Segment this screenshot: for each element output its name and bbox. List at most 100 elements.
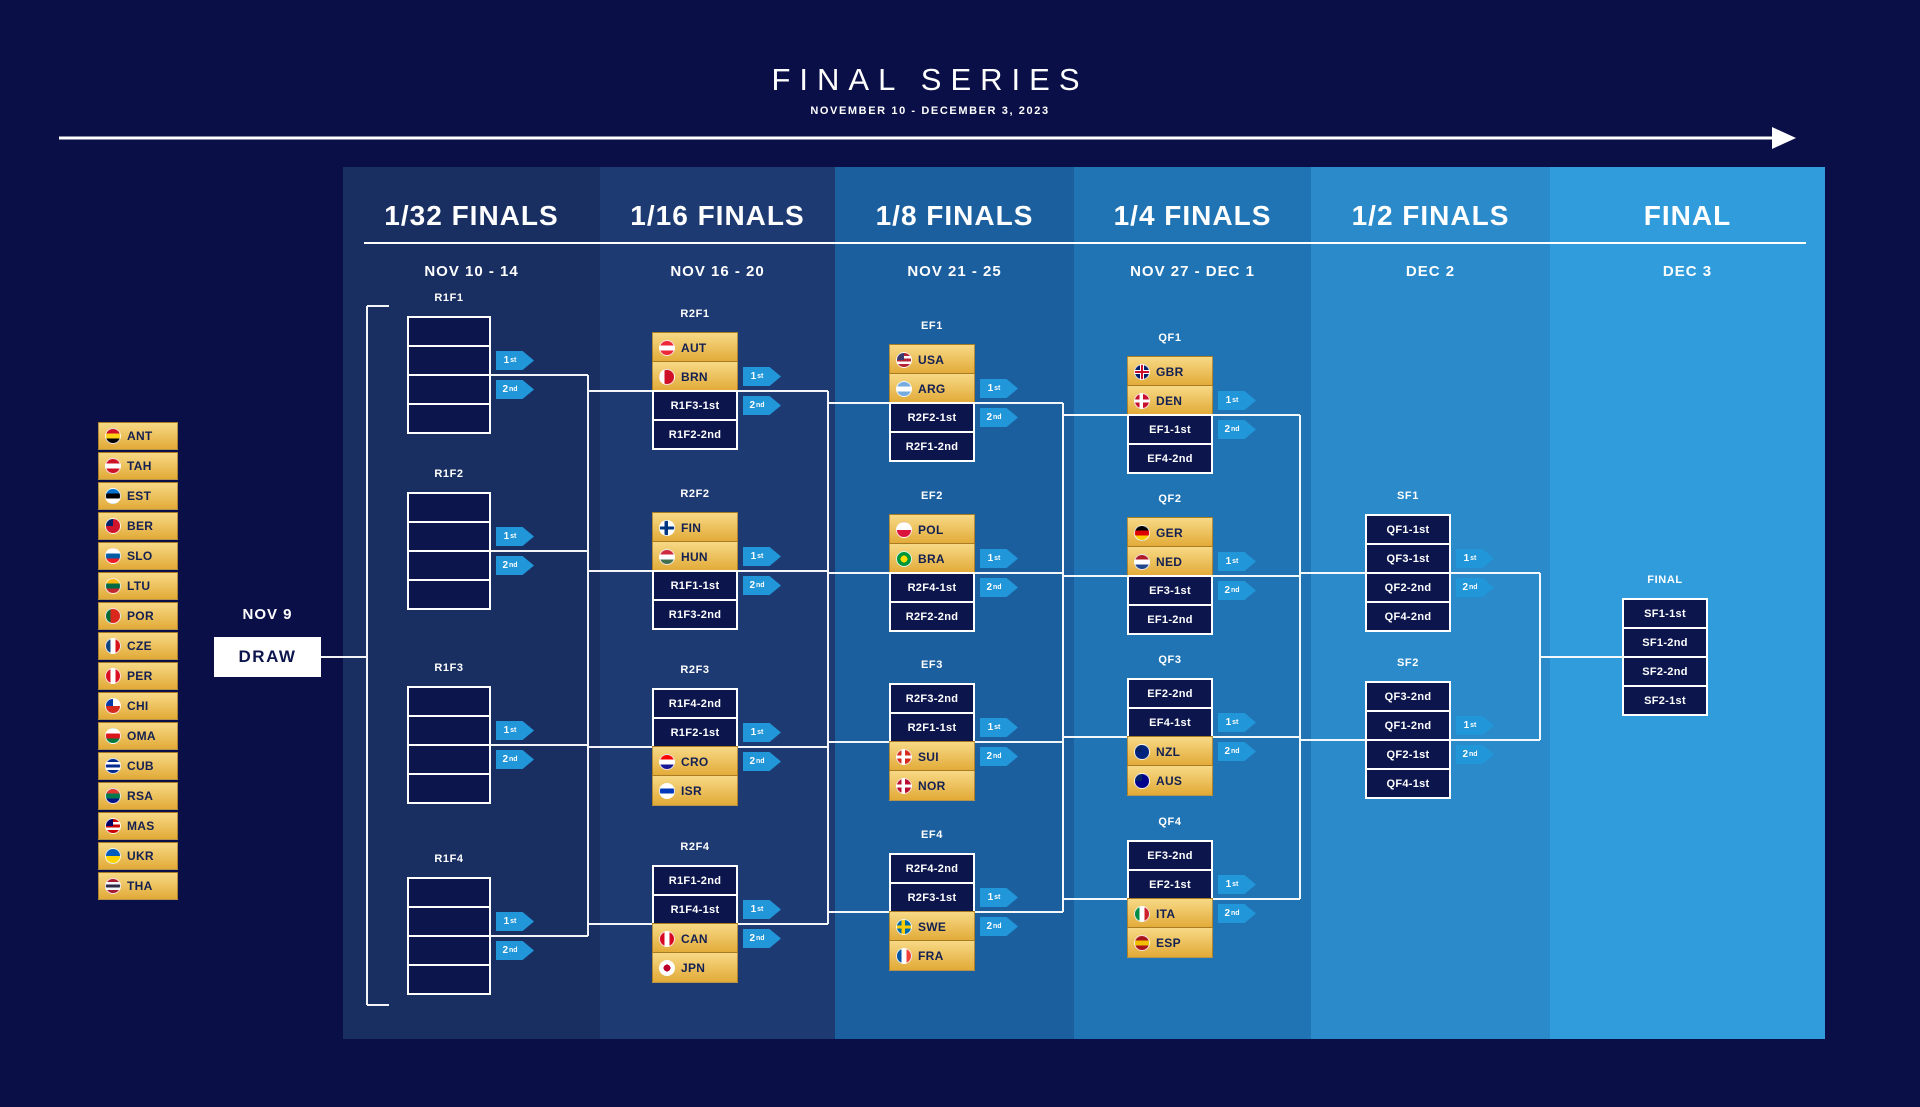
slot-label: SF1-2nd	[1642, 636, 1688, 649]
flag-fin-icon	[659, 519, 675, 536]
bracket-slot-r2f1-1st: R2F1-1st	[889, 712, 975, 743]
slot-label: R1F2-1st	[670, 726, 720, 739]
flag-arg-icon	[896, 380, 912, 397]
slot-label: QF4-2nd	[1384, 610, 1432, 623]
slot-label: R1F4-1st	[670, 903, 720, 916]
column-dates-3: NOV 21 - 25	[907, 263, 1002, 280]
flag-mas-icon	[105, 818, 121, 834]
slot-label: EF2-2nd	[1147, 687, 1193, 700]
bracket-slot-r2f2-1st: R2F2-1st	[889, 402, 975, 433]
flag-oma-icon	[105, 728, 121, 744]
flag-chi-icon	[105, 698, 121, 714]
bracket-team-bra: BRA	[889, 543, 975, 574]
column-header-6: FINAL	[1643, 200, 1732, 231]
slot-label: R2F2-2nd	[905, 610, 959, 623]
bracket-empty-slot	[407, 579, 491, 610]
bracket-slot-r2f2-2nd: R2F2-2nd	[889, 601, 975, 632]
team-code: CRO	[681, 754, 709, 769]
group-label-ef1: EF1	[921, 320, 943, 332]
group-label-r1f2: R1F2	[434, 468, 464, 480]
flag-cze-icon	[105, 638, 121, 654]
team-code: GER	[1156, 525, 1183, 540]
bracket-empty-slot	[407, 715, 491, 746]
flag-ita-icon	[1134, 905, 1150, 922]
slot-label: QF1-2nd	[1384, 719, 1432, 732]
column-dates-1: NOV 10 - 14	[424, 263, 519, 280]
bracket-slot-ef3-1st: EF3-1st	[1127, 575, 1213, 606]
slot-label: R2F1-2nd	[905, 440, 959, 453]
team-code: CZE	[127, 639, 152, 653]
flag-can-icon	[659, 930, 675, 947]
bracket-slot-qf4-1st: QF4-1st	[1365, 768, 1451, 799]
group-label-ef2: EF2	[921, 490, 943, 502]
team-code: ARG	[918, 381, 946, 396]
bracket-slot-r2f3-1st: R2F3-1st	[889, 882, 975, 913]
flag-aut-icon	[659, 339, 675, 356]
team-code: MAS	[127, 819, 155, 833]
flag-rsa-icon	[105, 788, 121, 804]
bracket-team-arg: ARG	[889, 373, 975, 404]
bracket-slot-r2f3-2nd: R2F3-2nd	[889, 683, 975, 714]
bracket-team-pol: POL	[889, 514, 975, 545]
column-header-4: 1/4 FINALS	[1113, 200, 1272, 231]
slot-label: EF3-1st	[1149, 584, 1191, 597]
bracket-empty-slot	[407, 877, 491, 908]
group-label-qf1: QF1	[1158, 332, 1182, 344]
column-header-5: 1/2 FINALS	[1351, 200, 1510, 231]
flag-jpn-icon	[659, 959, 675, 976]
bracket-team-hun: HUN	[652, 541, 738, 572]
group-label-sf2: SF2	[1397, 657, 1419, 669]
flag-slo-icon	[105, 548, 121, 564]
slot-label: QF2-2nd	[1384, 581, 1432, 594]
slot-label: R2F4-2nd	[905, 862, 959, 875]
team-code: BER	[127, 519, 154, 533]
team-code: SUI	[918, 749, 939, 764]
group-label-r2f2: R2F2	[680, 488, 710, 500]
flag-ned-icon	[1134, 553, 1150, 570]
bracket-slot-r1f2-1st: R1F2-1st	[652, 717, 738, 748]
flag-por-icon	[105, 608, 121, 624]
bracket-team-ger: GER	[1127, 517, 1213, 548]
flag-fra-icon	[896, 947, 912, 964]
team-code: ANT	[127, 429, 153, 443]
slot-label: R1F1-1st	[670, 579, 720, 592]
slot-label: R2F1-1st	[907, 721, 957, 734]
group-label-r1f1: R1F1	[434, 292, 464, 304]
bracket-empty-slot	[407, 345, 491, 376]
slot-label: R1F2-2nd	[668, 428, 722, 441]
page-title: FINAL SERIES	[771, 62, 1089, 97]
column-header-2: 1/16 FINALS	[630, 200, 805, 231]
bracket-team-aus: AUS	[1127, 765, 1213, 796]
bracket-slot-sf1-2nd: SF1-2nd	[1622, 627, 1708, 658]
team-code: THA	[127, 879, 153, 893]
bracket-empty-slot	[407, 935, 491, 966]
bracket-slot-r2f4-2nd: R2F4-2nd	[889, 853, 975, 884]
page-subtitle: NOVEMBER 10 - DECEMBER 3, 2023	[810, 105, 1050, 117]
bracket-slot-ef2-1st: EF2-1st	[1127, 869, 1213, 900]
team-code: PER	[127, 669, 153, 683]
slot-label: EF1-1st	[1149, 423, 1191, 436]
header: FINAL SERIES NOVEMBER 10 - DECEMBER 3, 2…	[0, 62, 1860, 117]
team-code: SLO	[127, 549, 153, 563]
flag-den-icon	[1134, 392, 1150, 409]
flag-usa-icon	[896, 351, 912, 368]
team-code: POR	[127, 609, 154, 623]
flag-nzl-icon	[1134, 743, 1150, 760]
team-code: FRA	[918, 948, 944, 963]
flag-swe-icon	[896, 918, 912, 935]
team-code: RSA	[127, 789, 154, 803]
bracket-team-nor: NOR	[889, 770, 975, 801]
bracket-slot-qf1-1st: QF1-1st	[1365, 514, 1451, 545]
entry-team-rsa: RSA	[98, 782, 178, 810]
slot-label: SF2-1st	[1644, 694, 1686, 707]
bracket-empty-slot	[407, 964, 491, 995]
entry-team-tah: TAH	[98, 452, 178, 480]
slot-label: R2F2-1st	[907, 411, 957, 424]
flag-cub-icon	[105, 758, 121, 774]
entry-team-slo: SLO	[98, 542, 178, 570]
column-header-3: 1/8 FINALS	[875, 200, 1034, 231]
group-label-qf2: QF2	[1158, 493, 1182, 505]
bracket-slot-qf2-1st: QF2-1st	[1365, 739, 1451, 770]
team-code: NED	[1156, 554, 1183, 569]
flag-gbr-icon	[1134, 363, 1150, 380]
